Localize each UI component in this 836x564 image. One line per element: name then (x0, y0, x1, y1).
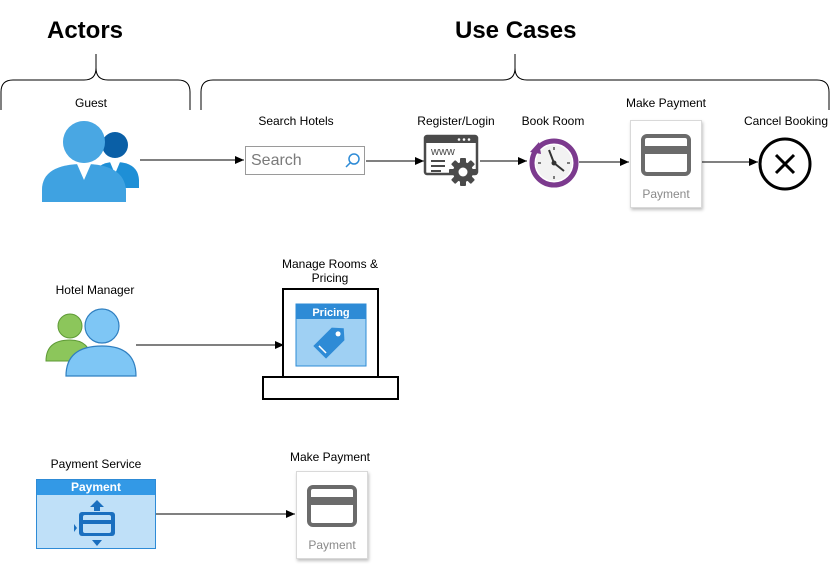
search-field-icon[interactable]: Search (245, 146, 365, 175)
manage-rooms-pricing-label: Manage Rooms & Pricing (281, 257, 379, 285)
card-glyph (641, 134, 691, 176)
pricing-text: Pricing (312, 307, 349, 319)
payment-service-label: Payment Service (50, 457, 142, 471)
payment-card-caption: Payment (308, 538, 356, 552)
hotel-manager-label: Hotel Manager (55, 283, 135, 297)
users-icon[interactable] (44, 306, 138, 380)
credit-card-icon[interactable]: Payment (296, 471, 368, 559)
guest-label: Guest (74, 96, 107, 110)
cancel-booking-label: Cancel Booking (743, 114, 829, 128)
www-text: www (430, 146, 455, 158)
actors-brace (0, 54, 191, 110)
actors-heading: Actors (47, 17, 124, 44)
payment-service-panel-title: Payment (37, 480, 155, 495)
book-room-label: Book Room (521, 114, 585, 128)
card-transfer-icon (74, 500, 115, 546)
credit-card-icon[interactable]: Payment (630, 120, 702, 208)
make-payment-label: Make Payment (625, 96, 707, 110)
users-icon[interactable] (40, 118, 142, 202)
use-cases-heading: Use Cases (455, 17, 577, 44)
pricing-tag-icon[interactable]: Pricing (262, 288, 400, 402)
search-hotels-label: Search Hotels (258, 114, 334, 128)
use-cases-brace (200, 54, 830, 110)
card-glyph (307, 485, 357, 527)
make-payment-service-label: Make Payment (289, 450, 371, 464)
web-settings-icon[interactable]: www (423, 134, 481, 188)
search-icon (345, 153, 360, 168)
cancel-icon[interactable] (757, 136, 813, 192)
clock-icon[interactable] (527, 136, 579, 188)
payment-service-icon[interactable]: Payment (36, 479, 156, 549)
payment-card-caption: Payment (642, 187, 690, 201)
search-placeholder: Search (251, 152, 302, 169)
register-login-label: Register/Login (417, 114, 495, 128)
